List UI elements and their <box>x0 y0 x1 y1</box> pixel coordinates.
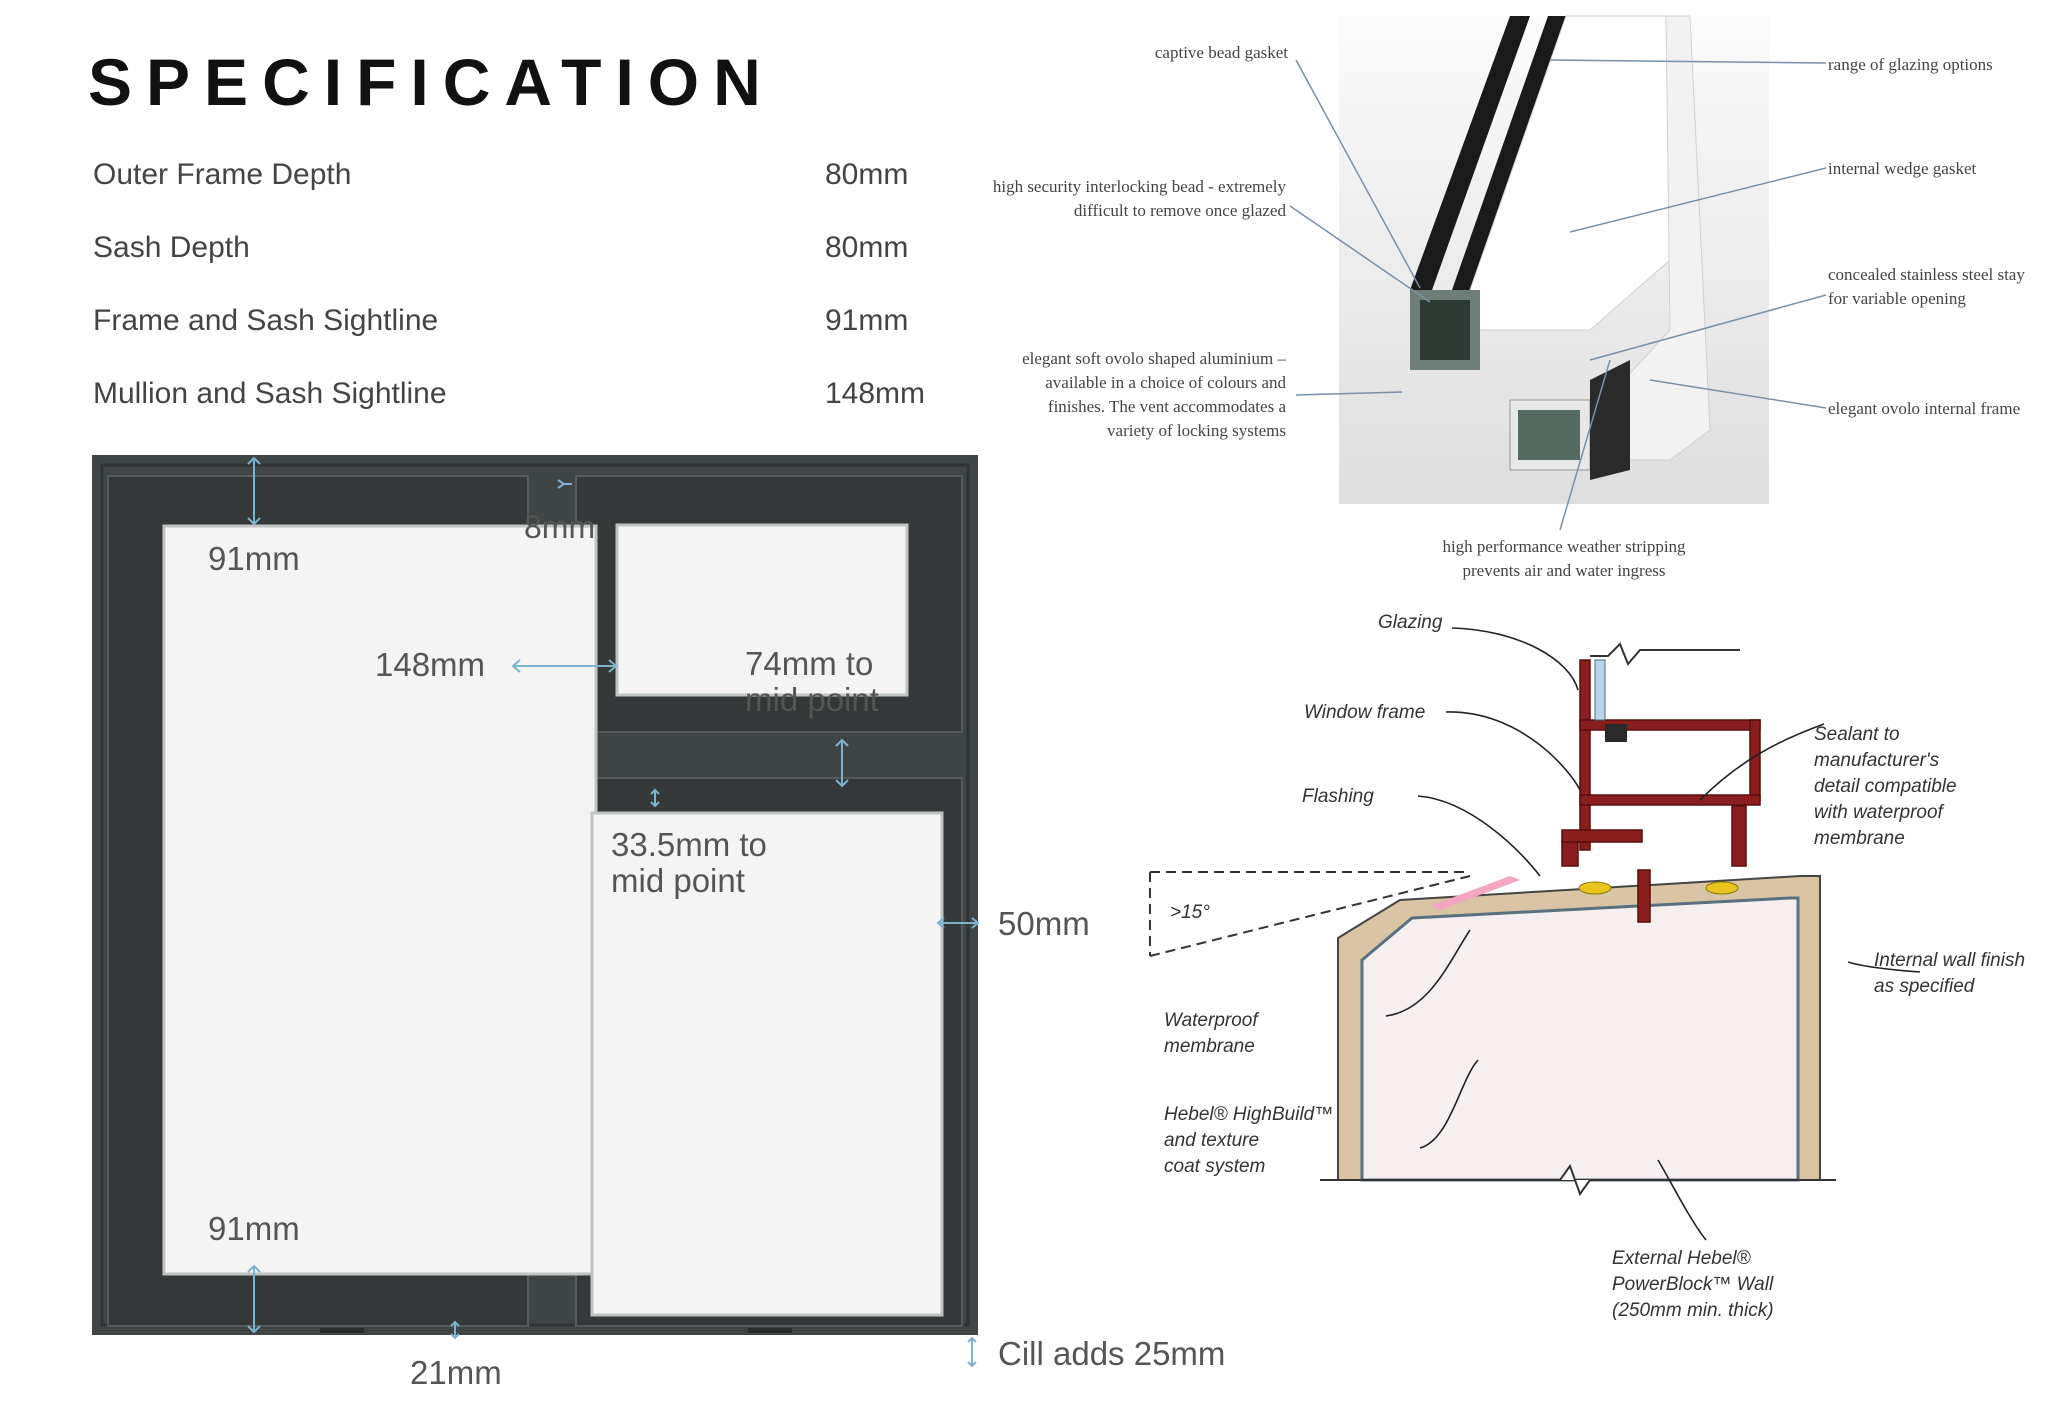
internal-render <box>1360 896 1800 1182</box>
label-sealant-3: detail compatible <box>1814 776 1957 797</box>
spec-value: 80mm <box>825 158 909 191</box>
dimension-lines <box>247 456 980 1368</box>
spec-value: 91mm <box>825 304 909 337</box>
sill-leaders <box>1385 627 1921 1241</box>
callout-ovolo-3: finishes. The vent accommodates a <box>1048 397 1287 416</box>
flashing-strip <box>1430 876 1520 910</box>
angle-label: >15° <box>1170 902 1210 923</box>
label-sealant-1: Sealant to <box>1814 724 1900 745</box>
callout-wedge-gasket: internal wedge gasket <box>1828 159 1976 178</box>
spec-row: Sash Depth 80mm <box>93 231 953 265</box>
dim-sash-line1: 33.5mm to <box>611 826 767 863</box>
label-sealant-4: with waterproof <box>1814 802 1945 823</box>
frame-profile-illustration <box>1410 15 1711 480</box>
callout-ovolo-4: variety of locking systems <box>1107 421 1286 440</box>
callout-weather-1: high performance weather stripping <box>1442 537 1686 556</box>
dim-mullion: 148mm <box>375 646 485 683</box>
dim-bottom-frame: 91mm <box>208 1210 300 1247</box>
dim-transom-line2: mid point <box>745 681 879 718</box>
callout-interlocking-2: difficult to remove once glazed <box>1074 201 1287 220</box>
callout-ovolo-2: available in a choice of colours and <box>1045 373 1286 392</box>
spec-label: Outer Frame Depth <box>93 158 352 191</box>
label-internal-2: as specified <box>1874 976 1976 997</box>
glass-pane-left <box>162 524 598 1276</box>
callout-ovolo-1: elegant soft ovolo shaped aluminium – <box>1022 349 1286 368</box>
page-title: SPECIFICATION <box>88 45 775 119</box>
label-hebel-3: coat system <box>1164 1156 1265 1177</box>
dim-side: 50mm <box>998 905 1090 942</box>
dim-top-frame: 91mm <box>208 540 300 577</box>
spec-label: Frame and Sash Sightline <box>93 304 439 337</box>
slope-indicator <box>1149 871 1471 957</box>
callout-weather-2: prevents air and water ingress <box>1463 561 1666 580</box>
callout-glazing-options: range of glazing options <box>1828 55 1993 74</box>
sealant-bead <box>1705 881 1739 895</box>
dim-bottom-gap: 21mm <box>410 1354 502 1391</box>
sill-window-frame <box>1561 659 1761 923</box>
window-elevation: 91mm 8mm 148mm 74mm to mid point 33.5mm … <box>92 455 1225 1391</box>
callout-interlocking-1: high security interlocking bead - extrem… <box>993 177 1287 196</box>
sill-section-detail: >15° Glazing Window frame Flashing Seala… <box>1149 612 2025 1321</box>
spec-value: 80mm <box>825 231 909 264</box>
sealant-bead <box>1578 881 1612 895</box>
label-sealant-2: manufacturer's <box>1814 750 1940 771</box>
callout-stay-1: concealed stainless steel stay <box>1828 265 2025 284</box>
callout-leaders <box>1289 59 1827 531</box>
glass-pane-top-right <box>615 523 909 697</box>
callout-stay-2: for variable opening <box>1828 289 1966 308</box>
spec-value: 148mm <box>825 377 926 410</box>
dim-sash-line2: mid point <box>611 862 745 899</box>
label-external-3: (250mm min. thick) <box>1612 1300 1774 1321</box>
profile-cutaway: captive bead gasket high security interl… <box>993 15 2025 580</box>
glass-pane-bottom-right <box>590 811 944 1317</box>
label-internal-1: Internal wall finish <box>1874 950 2025 971</box>
dim-mullion-gap: 8mm <box>524 509 595 545</box>
dim-cill: Cill adds 25mm <box>998 1335 1225 1372</box>
label-hebel-2: and texture <box>1164 1130 1259 1151</box>
spec-label: Mullion and Sash Sightline <box>93 377 447 410</box>
label-hebel-1: Hebel® HighBuild™ <box>1164 1104 1333 1125</box>
spec-label: Sash Depth <box>93 231 250 264</box>
callout-internal-frame: elegant ovolo internal frame <box>1828 399 2020 418</box>
label-external-2: PowerBlock™ Wall <box>1612 1274 1774 1295</box>
label-glazing: Glazing <box>1378 612 1443 633</box>
callout-captive-bead: captive bead gasket <box>1155 43 1288 62</box>
label-flashing: Flashing <box>1302 786 1374 807</box>
spec-row: Outer Frame Depth 80mm <box>93 158 953 192</box>
label-window-frame: Window frame <box>1304 702 1425 723</box>
label-sealant-5: membrane <box>1814 828 1905 849</box>
sill-glazing <box>1594 659 1606 721</box>
spec-row: Mullion and Sash Sightline 148mm <box>93 377 953 411</box>
dim-transom-line1: 74mm to <box>745 645 873 682</box>
label-waterproof-2: membrane <box>1164 1036 1255 1057</box>
label-external-1: External Hebel® <box>1612 1248 1751 1269</box>
label-waterproof-1: Waterproof <box>1164 1010 1259 1031</box>
spec-row: Frame and Sash Sightline 91mm <box>93 304 953 338</box>
